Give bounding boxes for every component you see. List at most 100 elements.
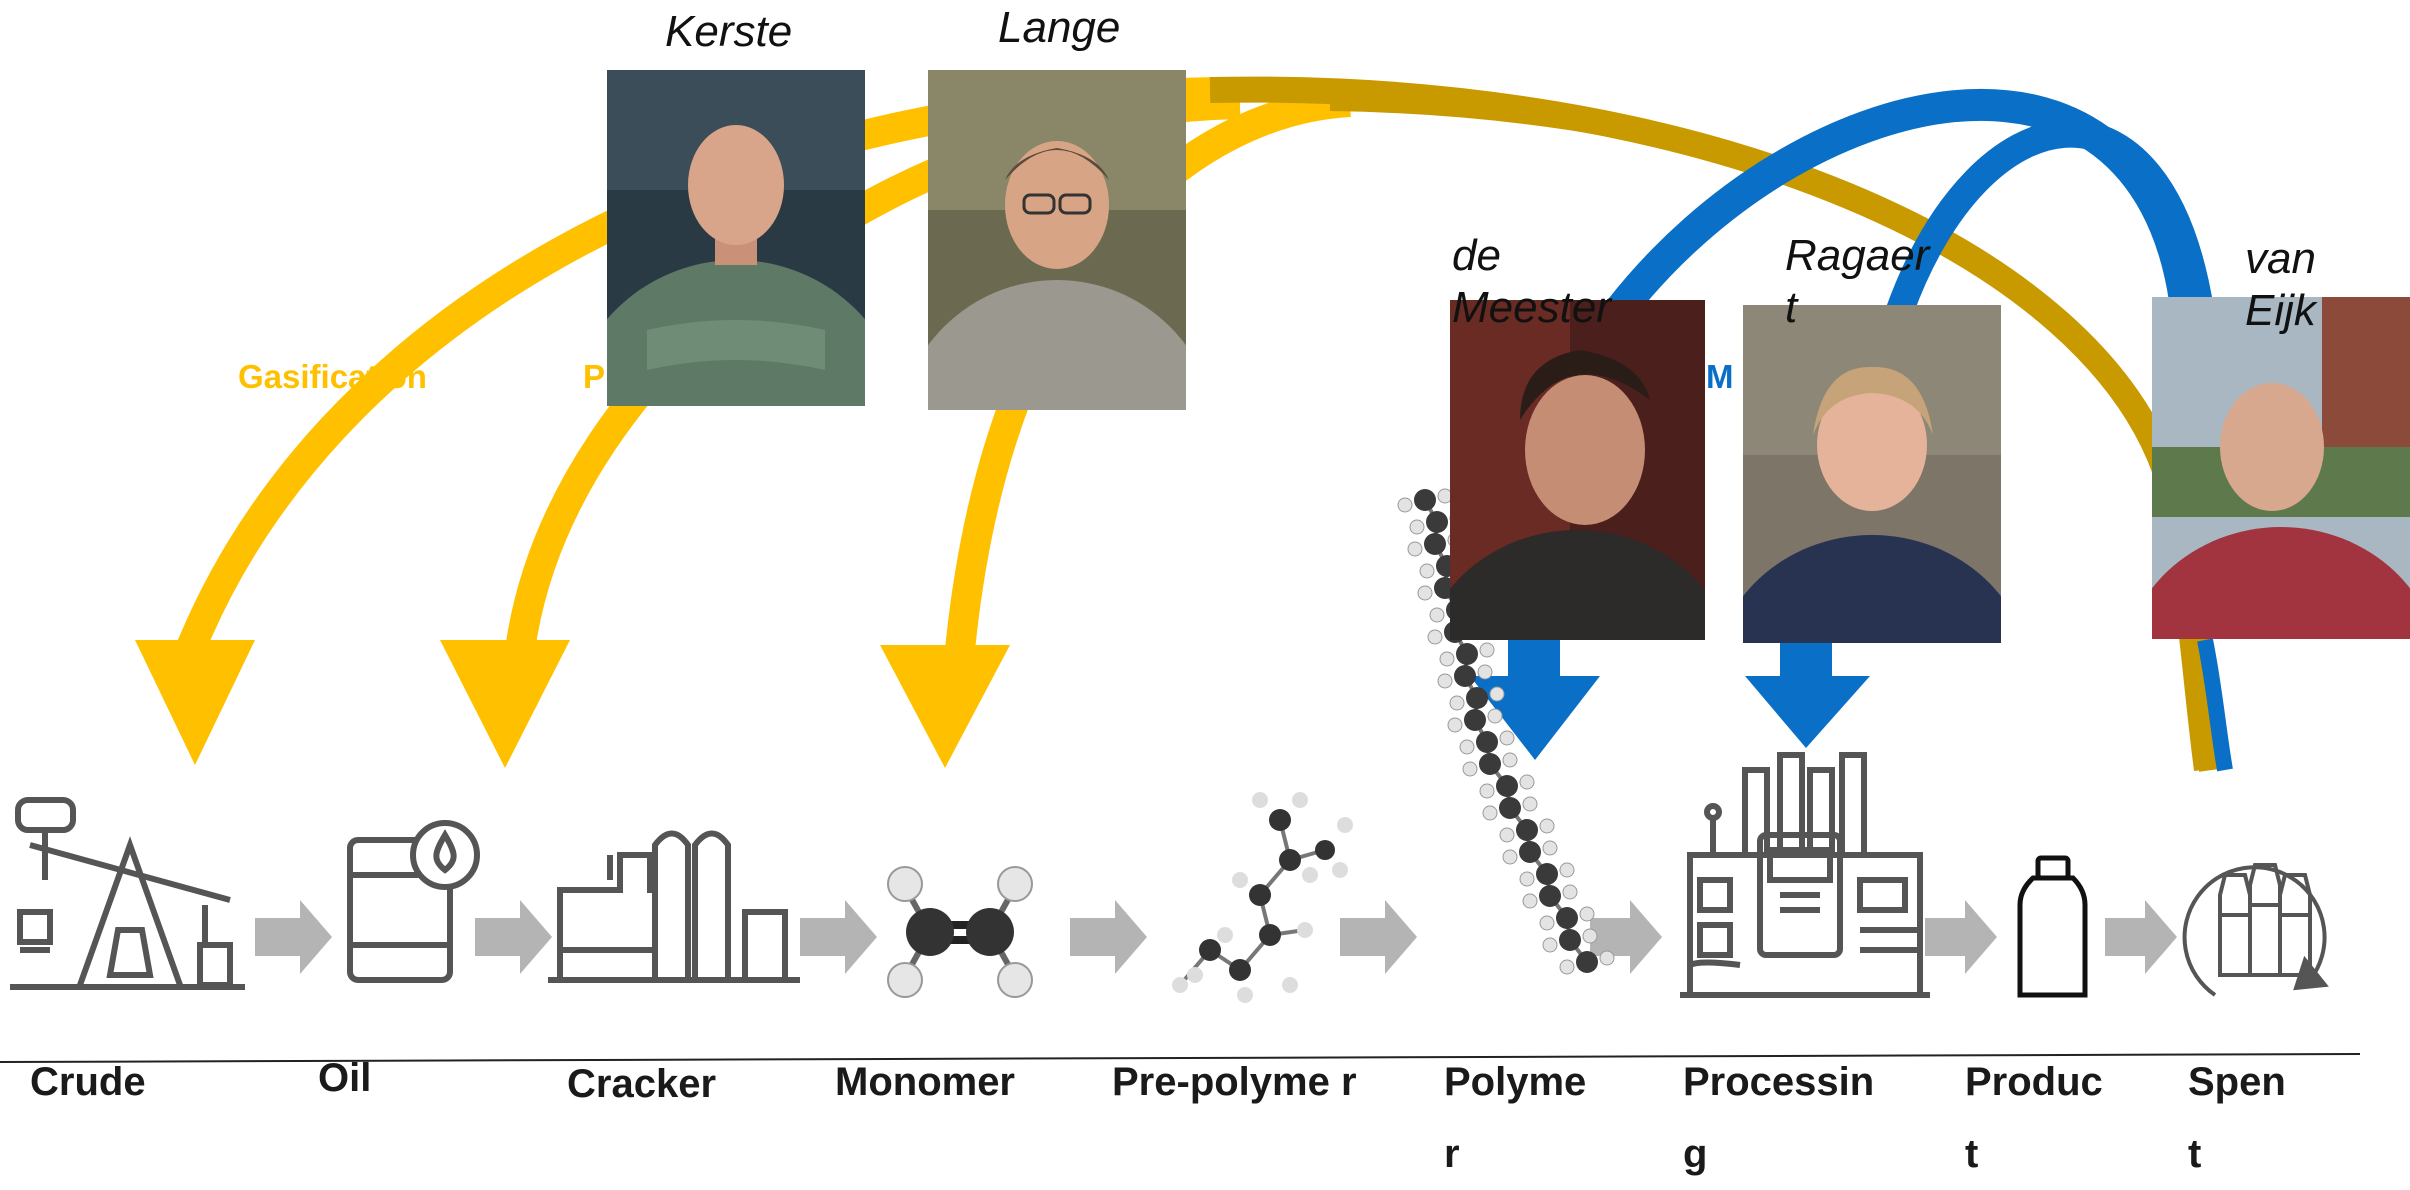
chevron-8 [2105,900,2177,974]
gasification-arrowhead [135,640,255,765]
pre-polymer-molecule-icon [1172,792,1353,1003]
polymer-hydrogen-atom [1462,761,1478,777]
polymer-hydrogen-atom [1459,739,1475,755]
stage-label-polymer: Polyme r [1444,1060,1587,1176]
polymer-hydrogen-atom [1482,805,1498,821]
polymer-hydrogen-atom [1447,717,1463,733]
blue-arc-ragaert [1886,119,2214,315]
polymer-carbon-atom [1466,687,1488,709]
polymer-hydrogen-atom [1427,629,1443,645]
chevron-3 [800,900,877,974]
stage-label-cracker: Cracker [567,1062,717,1106]
person-name-de-meester: de Meester [1452,231,1611,332]
polymer-hydrogen-atom [1499,730,1515,746]
polymer-carbon-atom [1559,929,1581,951]
recycled-bottles-icon [2182,863,2329,997]
polymer-hydrogen-atom [1519,871,1535,887]
polymer-hydrogen-atom [1542,840,1558,856]
polymer-carbon-atom [1414,489,1436,511]
blue-arc-spent [2197,638,2233,772]
oil-barrel-icon [347,820,480,983]
polymer-hydrogen-atom [1487,708,1503,724]
pyrolysis-arrowhead [440,640,570,768]
polymer-carbon-atom [1536,863,1558,885]
polymer-hydrogen-atom [1599,950,1615,966]
polymer-carbon-atom [1576,951,1598,973]
polymer-hydrogen-atom [1397,497,1413,513]
photo-van-eijk [2152,297,2410,639]
polymer-hydrogen-atom [1477,664,1493,680]
polymer-hydrogen-atom [1419,563,1435,579]
ragaert-arrowhead [1745,676,1870,748]
polymer-hydrogen-atom [1499,827,1515,843]
polymer-carbon-atom [1519,841,1541,863]
stage-label-product: Produc t [1965,1060,2103,1176]
polymer-hydrogen-atom [1409,519,1425,535]
photo-lange [928,70,1186,410]
person-name-lange: Lange [998,3,1121,52]
polymer-hydrogen-atom [1489,686,1505,702]
process-gasification: Gasification [238,358,427,395]
photo-kersten [607,70,865,406]
polymer-carbon-atom [1456,643,1478,665]
stage-label-processing: Processin g [1683,1060,1875,1176]
polymer-hydrogen-atom [1559,862,1575,878]
stage-label-crude: Crude [30,1060,146,1104]
van-eijk-arc-outer [1209,76,2225,772]
polymer-carbon-atom [1516,819,1538,841]
process-mechanical: M [1706,358,1734,395]
polymer-carbon-atom [1539,885,1561,907]
bottle-icon [2017,855,2088,998]
polymer-hydrogen-atom [1502,752,1518,768]
polymer-hydrogen-atom [1407,541,1423,557]
polymer-carbon-atom [1496,775,1518,797]
chevron-2 [475,900,552,974]
oil-pump-icon [10,797,245,990]
monomer-arrowhead [880,645,1010,768]
polymer-hydrogen-atom [1449,695,1465,711]
polymer-carbon-atom [1426,511,1448,533]
person-name-ragaert: Ragaer t [1785,231,1930,332]
polymer-hydrogen-atom [1439,651,1455,667]
polymer-hydrogen-atom [1437,673,1453,689]
polymer-carbon-atom [1479,753,1501,775]
polymer-hydrogen-atom [1539,915,1555,931]
person-name-kersten: Kerste [665,7,793,56]
photo-ragaert [1743,305,2001,643]
polymer-carbon-atom [1476,731,1498,753]
polymer-hydrogen-atom [1479,783,1495,799]
polymer-hydrogen-atom [1522,796,1538,812]
polymer-hydrogen-atom [1522,893,1538,909]
polymer-hydrogen-atom [1579,906,1595,922]
van-eijk-arc-inner [1329,95,2210,772]
processing-factory-icon [1680,752,1930,998]
person-name-van-eijk: van Eijk [2245,234,2316,335]
polymer-hydrogen-atom [1519,774,1535,790]
polymer-carbon-atom [1454,665,1476,687]
cracker-plant-icon [548,830,800,983]
polymer-carbon-atom [1464,709,1486,731]
polymer-hydrogen-atom [1479,642,1495,658]
chevron-6 [1590,900,1662,974]
stage-label-pre-polymer: Pre-polyme r [1112,1060,1357,1104]
chevron-5 [1340,900,1417,974]
polymer-carbon-atom [1556,907,1578,929]
stage-baseline [0,1053,2361,1063]
stage-label-spent: Spen t [2188,1060,2286,1176]
polymer-hydrogen-atom [1582,928,1598,944]
photo-de-meester [1450,300,1705,640]
polymer-hydrogen-atom [1539,818,1555,834]
polymer-hydrogen-atom [1502,849,1518,865]
chevron-7 [1925,900,1997,974]
polymer-hydrogen-atom [1429,607,1445,623]
stage-label-oil: Oil [318,1056,372,1100]
chevron-1 [255,900,332,974]
polymer-hydrogen-atom [1417,585,1433,601]
chevron-4 [1070,900,1147,974]
process-pyrolysis: P [583,358,606,395]
polymer-hydrogen-atom [1542,937,1558,953]
polymer-hydrogen-atom [1559,959,1575,975]
polymer-hydrogen-atom [1562,884,1578,900]
polymer-carbon-atom [1499,797,1521,819]
